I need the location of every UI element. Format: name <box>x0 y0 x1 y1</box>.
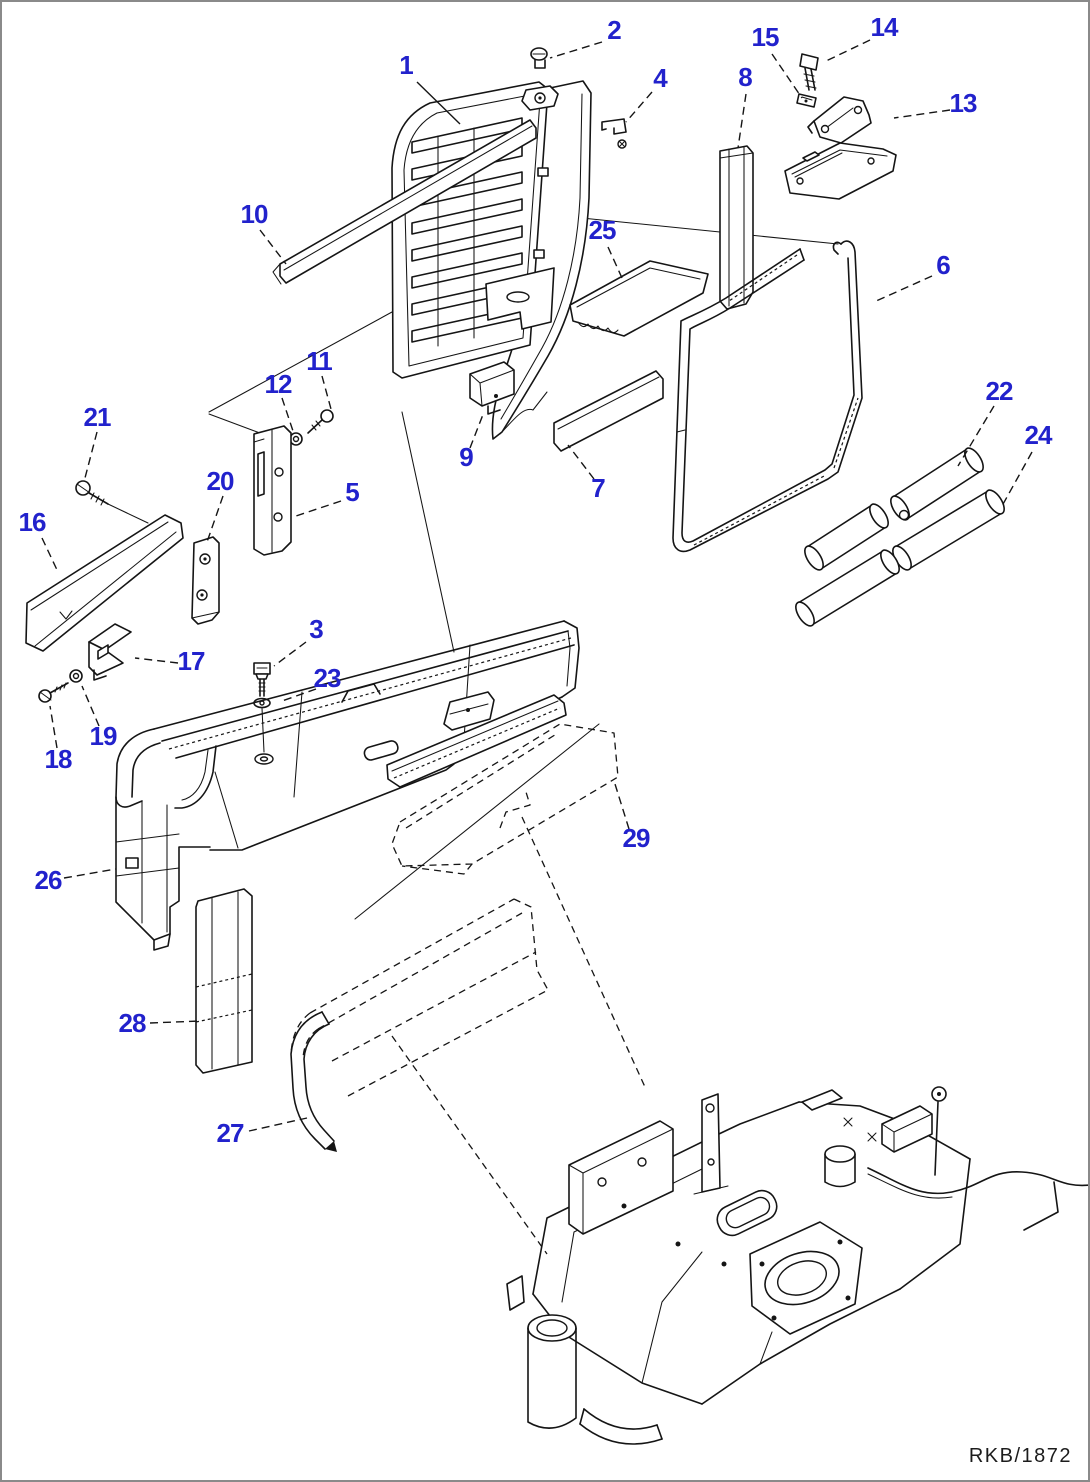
foam-tube-3 <box>804 503 889 571</box>
callout-23[interactable]: 23 <box>313 663 342 693</box>
part-3-bolt <box>253 662 271 697</box>
phantom-panel <box>290 898 549 1097</box>
callout-28[interactable]: 28 <box>118 1008 147 1038</box>
leader-line-14 <box>823 39 871 63</box>
callout-9[interactable]: 9 <box>459 442 474 472</box>
part-22-tube <box>890 447 984 521</box>
callout-7[interactable]: 7 <box>591 473 606 503</box>
leader-line-25 <box>607 246 623 279</box>
callout-1[interactable]: 1 <box>399 50 414 80</box>
leader-line-23 <box>281 688 317 702</box>
part-18-bolt <box>38 682 69 703</box>
leader-line-24 <box>1001 451 1033 507</box>
callout-22[interactable]: 22 <box>985 376 1014 406</box>
part-1-grille-assembly <box>391 80 592 440</box>
callout-26[interactable]: 26 <box>34 865 63 895</box>
part-11-bolt <box>307 409 334 434</box>
part-9-block <box>469 361 515 415</box>
leader-line-28 <box>149 1020 201 1024</box>
part-4-clip <box>601 118 627 149</box>
leader-line-27 <box>248 1117 308 1132</box>
drawing-code: RKB/1872 <box>968 1445 1072 1467</box>
leader-line-3 <box>273 641 307 667</box>
leader-line-26 <box>63 868 117 879</box>
part-17-bracket <box>88 623 132 681</box>
leader-line-16 <box>41 537 59 573</box>
assembly-reference-lines <box>208 215 839 1255</box>
part-21-bolt <box>75 480 149 524</box>
part-25-cover-plate <box>569 260 709 337</box>
part-29-duct-phantom <box>391 723 619 875</box>
part-27-corner-trim <box>290 1011 337 1152</box>
leader-line-20 <box>206 495 224 543</box>
callout-25[interactable]: 25 <box>588 215 617 245</box>
callout-13[interactable]: 13 <box>949 88 978 118</box>
callout-4[interactable]: 4 <box>653 63 668 93</box>
part-2-bolt <box>530 47 548 69</box>
leader-line-17 <box>134 657 179 664</box>
callout-20[interactable]: 20 <box>206 466 235 496</box>
leader-line-29 <box>614 783 630 830</box>
revolving-frame <box>506 1086 1088 1445</box>
leader-line-15 <box>771 53 803 99</box>
part-15-nut <box>796 93 817 108</box>
callout-11[interactable]: 11 <box>306 346 332 376</box>
leader-line-21 <box>84 431 98 479</box>
callout-19[interactable]: 19 <box>89 721 118 751</box>
part-6-seal-frame <box>672 240 863 553</box>
part-20-bracket <box>191 536 220 625</box>
callout-6[interactable]: 6 <box>936 250 951 280</box>
leader-line-5 <box>295 500 342 517</box>
callout-21[interactable]: 21 <box>83 402 112 432</box>
part-24-tube <box>892 489 1005 571</box>
callout-10[interactable]: 10 <box>240 199 269 229</box>
leader-line-10 <box>259 229 287 265</box>
callout-3[interactable]: 3 <box>309 614 324 644</box>
leader-line-6 <box>873 275 933 303</box>
leader-line-1 <box>416 81 461 125</box>
callout-15[interactable]: 15 <box>751 22 780 52</box>
leader-line-22 <box>957 405 995 467</box>
leader-line-18 <box>49 705 58 749</box>
part-16-plate <box>25 514 184 652</box>
part-13-bracket-set <box>784 96 897 200</box>
part-26-side-cover <box>115 620 580 951</box>
leader-line-4 <box>625 91 653 123</box>
callout-16[interactable]: 16 <box>18 507 47 537</box>
callout-8[interactable]: 8 <box>738 62 753 92</box>
part-8-pillar <box>719 145 754 310</box>
leader-line-11 <box>321 375 332 410</box>
callout-29[interactable]: 29 <box>622 823 651 853</box>
part-19-washer <box>69 669 83 683</box>
leader-lines <box>41 39 1033 1132</box>
part-7-bar <box>553 370 664 452</box>
leader-line-2 <box>549 41 603 59</box>
callout-27[interactable]: 27 <box>216 1118 245 1148</box>
part-14-bolt <box>799 53 819 91</box>
part-28-channel <box>195 888 253 1074</box>
leader-line-12 <box>281 397 294 432</box>
part-10-strip <box>272 119 537 285</box>
callout-18[interactable]: 18 <box>44 744 73 774</box>
callout-24[interactable]: 24 <box>1024 420 1053 450</box>
leader-line-19 <box>81 685 100 727</box>
callout-2[interactable]: 2 <box>607 15 622 45</box>
callout-12[interactable]: 12 <box>264 369 293 399</box>
leader-line-8 <box>737 93 747 149</box>
sill-bar <box>386 691 567 788</box>
leader-line-7 <box>567 444 595 480</box>
leader-line-13 <box>893 109 951 119</box>
leader-line-9 <box>469 411 485 449</box>
foam-tube-4 <box>795 549 900 627</box>
part-5-bracket <box>253 425 292 556</box>
callout-14[interactable]: 14 <box>870 12 899 42</box>
callout-5[interactable]: 5 <box>345 477 360 507</box>
callout-17[interactable]: 17 <box>177 646 206 676</box>
